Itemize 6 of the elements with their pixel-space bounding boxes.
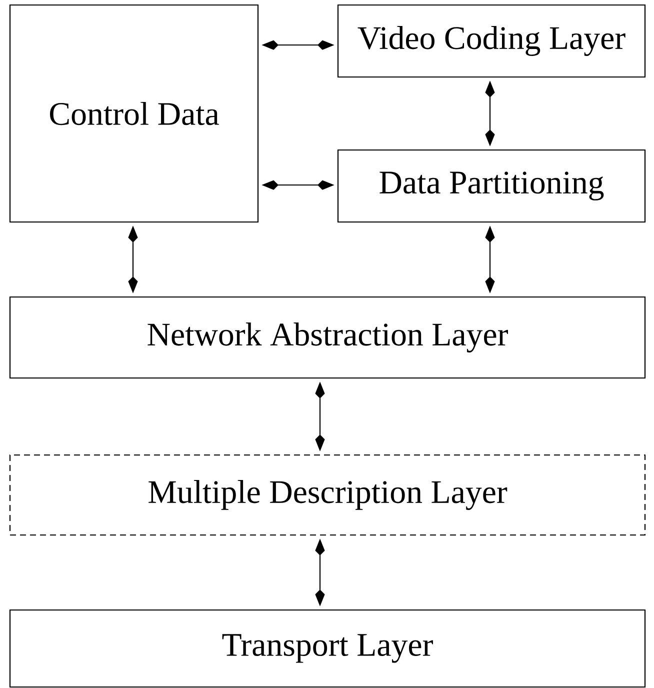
layer-box: Control Data [9,4,259,223]
layer-box: Network Abstraction Layer [9,296,646,379]
layer-box: Data Partitioning [337,149,646,223]
layer-box: Video Coding Layer [337,4,646,78]
layer-box: Multiple Description Layer [9,454,646,536]
layer-box: Transport Layer [9,609,646,688]
